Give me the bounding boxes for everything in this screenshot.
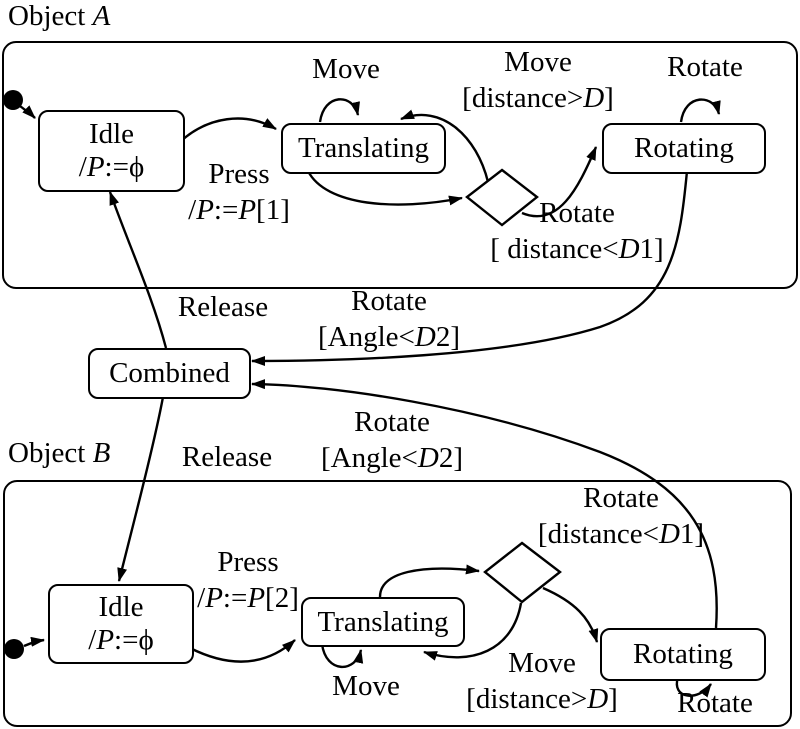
- guard-expression: [distance>D]: [466, 683, 618, 715]
- transition-translating-to-choice-b: [378, 564, 480, 598]
- label-rotate-angle-a: Rotate [Angle<D2]: [279, 283, 499, 355]
- event-name: Move: [508, 647, 576, 679]
- event-name: Rotate: [539, 197, 615, 229]
- state-rotating-a: Rotating: [602, 123, 766, 174]
- event-name: Press: [208, 158, 270, 190]
- label-rotate-guard-b: Rotate [distance<D1]: [511, 480, 731, 552]
- guard-expression: [distance>D]: [462, 82, 614, 114]
- guard-expression: [distance<D1]: [537, 518, 705, 550]
- state-idle-a: Idle /P:=ϕ: [38, 110, 185, 192]
- label-press-a: Press /P:=P[1]: [139, 156, 339, 228]
- event-name: Rotate: [351, 285, 427, 317]
- event-name: Press: [217, 546, 279, 578]
- event-name: Rotate: [354, 406, 430, 438]
- state-name: Idle: [98, 591, 144, 623]
- transition-release-b: [117, 396, 165, 582]
- choice-diamond-a: [465, 168, 539, 227]
- transition-choice-to-translating-b: [423, 602, 523, 661]
- transition-choice-to-rotating-a: [521, 146, 598, 218]
- label-move-self-a: Move: [312, 53, 380, 85]
- object-b-frame: [3, 480, 792, 727]
- event-name: Rotate: [583, 482, 659, 514]
- transition-move-self-b: [320, 643, 364, 669]
- state-name: Rotating: [634, 132, 734, 164]
- guard-expression: [Angle<D2]: [320, 442, 463, 474]
- guard-expression: [Angle<D2]: [317, 321, 460, 353]
- action-expression: /P:=P[2]: [197, 582, 299, 614]
- object-a-frame: [2, 41, 798, 289]
- label-rotate-angle-b: Rotate [Angle<D2]: [282, 404, 502, 476]
- label-release-a: Release: [177, 291, 269, 323]
- label-press-b: Press /P:=P[2]: [148, 544, 348, 616]
- state-translating-a: Translating: [281, 123, 446, 174]
- guard-expression: [ distance<D1]: [490, 233, 664, 265]
- label-rotate-guard-a: Rotate [ distance<D1]: [467, 195, 687, 267]
- label-move-guard-a: Move [distance>D]: [438, 44, 638, 116]
- transition-move-self-a: [318, 98, 360, 123]
- label-rotate-self-b: Rotate: [677, 687, 753, 719]
- state-name: Idle: [88, 118, 135, 150]
- initial-state-dot-a: [3, 90, 23, 110]
- state-rotating-b: Rotating: [600, 628, 766, 681]
- action-expression: /P:=P[1]: [188, 194, 290, 226]
- state-name: Translating: [297, 132, 430, 164]
- transition-rotate-self-b: [675, 676, 712, 698]
- transition-translating-to-choice-a: [306, 170, 463, 206]
- label-move-self-b: Move: [332, 670, 400, 702]
- state-entry-action: /P:=ϕ: [88, 624, 154, 656]
- transition-choice-to-rotating-b: [542, 586, 599, 643]
- initial-transition-a: [19, 105, 36, 119]
- transition-choice-to-translating-a: [400, 109, 490, 183]
- transition-press-a: [180, 117, 277, 142]
- label-rotate-self-a: Rotate: [667, 51, 743, 83]
- state-idle-b: Idle /P:=ϕ: [48, 584, 194, 664]
- state-name: Combined: [109, 357, 230, 389]
- state-combined: Combined: [88, 348, 251, 399]
- state-name: Rotating: [633, 638, 733, 670]
- transition-rotating-a-to-combined: [251, 170, 689, 366]
- transition-release-a: [108, 191, 168, 349]
- label-move-guard-b: Move [distance>D]: [442, 645, 642, 717]
- initial-transition-b: [23, 636, 45, 648]
- transition-rotating-b-to-combined: [251, 379, 718, 629]
- initial-state-dot-b: [4, 639, 24, 659]
- object-a-title: Object A: [8, 0, 111, 32]
- label-release-b: Release: [181, 441, 273, 473]
- event-name: Move: [504, 46, 572, 78]
- choice-diamond-b: [483, 541, 562, 604]
- transition-press-b: [189, 639, 296, 663]
- state-name: Translating: [317, 605, 449, 638]
- state-translating-b: Translating: [301, 597, 465, 647]
- state-entry-action: /P:=ϕ: [78, 151, 145, 183]
- object-b-title: Object B: [8, 437, 111, 469]
- transition-rotate-self-a: [679, 98, 721, 123]
